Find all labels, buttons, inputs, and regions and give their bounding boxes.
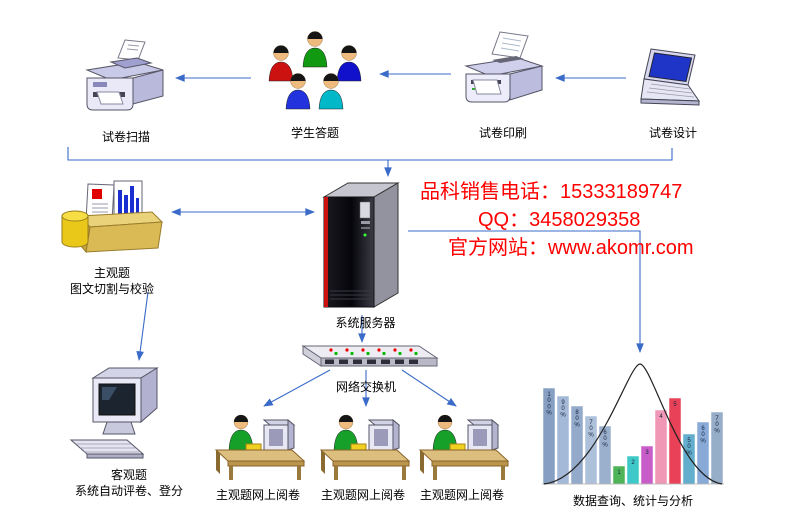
node-label-marking-2: 主观题网上阅卷: [320, 488, 405, 502]
svg-text:90%: 90%: [560, 400, 566, 418]
svg-text:50%: 50%: [686, 438, 692, 456]
svg-text:5: 5: [673, 402, 677, 408]
arrow-server-to-stats: [408, 230, 644, 353]
marking-workstation-icon: [319, 414, 411, 480]
normal-curve: [543, 363, 723, 485]
node-label-subjective-1: 主观题: [93, 266, 130, 280]
marking-workstation-icon: [418, 414, 510, 480]
node-label-scan: 试卷扫描: [101, 130, 150, 144]
svg-text:3: 3: [645, 450, 649, 456]
node-exam-printing: 试卷印刷: [455, 30, 551, 141]
node-marking-station-1: 主观题网上阅卷: [204, 408, 312, 503]
desktop-computer-icon: [69, 367, 159, 459]
node-system-server: 系统服务器: [318, 175, 413, 331]
arrow-switch-to-marking1: [263, 369, 331, 407]
contact-info: 品科销售电话：15333189747 QQ：3458029358 官方网站：ww…: [420, 178, 694, 262]
students-group-icon: [268, 31, 361, 110]
svg-text:60%: 60%: [602, 430, 608, 448]
node-label-marking-1: 主观题网上阅卷: [215, 488, 300, 502]
bus-line: [67, 147, 673, 161]
node-subjective-cutting: 主观题 图文切割与校验: [58, 178, 166, 297]
node-objective-autoscoring: 客观题 系统自动评卷、登分: [64, 362, 194, 499]
svg-text:1: 1: [617, 470, 621, 476]
server-tower-icon: [322, 182, 400, 308]
node-marking-station-3: 主观题网上阅卷: [408, 408, 516, 503]
node-students-answering: 学生答题: [255, 30, 375, 141]
node-label-stats: 数据查询、统计与分析: [572, 494, 693, 508]
laptop-icon: [639, 48, 700, 106]
documents-box-icon: [61, 180, 163, 254]
node-label-objective-2: 系统自动评卷、登分: [74, 484, 183, 498]
arrow-switch-to-marking3: [401, 369, 457, 407]
svg-text:80%: 80%: [574, 410, 580, 428]
svg-text:4: 4: [659, 414, 663, 420]
node-label-switch: 网络交换机: [335, 380, 396, 394]
node-label-server: 系统服务器: [335, 316, 396, 330]
printer-icon: [464, 31, 544, 103]
node-network-switch: 网络交换机: [290, 342, 442, 395]
node-marking-station-2: 主观题网上阅卷: [309, 408, 417, 503]
arrow-docs-to-objective: [136, 291, 149, 361]
contact-phone: 品科销售电话：15333189747: [420, 181, 683, 203]
node-exam-design: 试卷设计: [628, 46, 718, 141]
svg-text:60%: 60%: [700, 426, 706, 444]
node-label-objective-1: 客观题: [110, 468, 147, 482]
node-label-subjective-2: 图文切割与校验: [69, 282, 154, 296]
svg-text:2: 2: [631, 460, 635, 466]
network-switch-icon: [301, 345, 439, 367]
node-exam-scanning: 试卷扫描: [78, 38, 174, 145]
svg-text:70%: 70%: [714, 416, 720, 434]
node-label-design: 试卷设计: [648, 126, 697, 140]
contact-website: 官方网站：www.akomr.com: [448, 237, 694, 259]
svg-text:70%: 70%: [588, 420, 594, 438]
contact-qq: QQ：3458029358: [478, 209, 641, 231]
marking-workstation-icon: [214, 414, 306, 480]
scanner-icon: [85, 39, 164, 111]
svg-text:100%: 100%: [546, 392, 552, 417]
node-label-students: 学生答题: [290, 126, 339, 140]
node-label-print: 试卷印刷: [478, 126, 527, 140]
node-label-marking-3: 主观题网上阅卷: [419, 488, 504, 502]
